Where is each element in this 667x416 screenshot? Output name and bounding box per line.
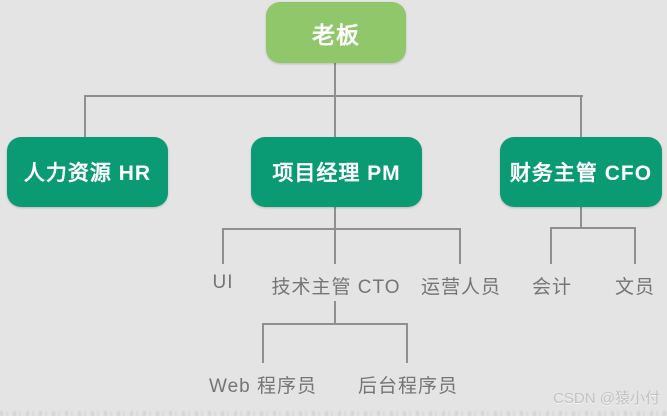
connector-pm-hbar [222,228,461,230]
connector-cfo-hbar [550,227,636,229]
org-node-hr: 人力资源 HR [7,137,168,207]
org-node-web-programmer: Web 程序员 [208,376,318,397]
org-node-cfo-label: 财务主管 CFO [509,162,653,185]
org-node-cto: 技术主管 CTO [271,277,401,298]
connector-drop-cfo [580,95,582,137]
org-node-pm: 项目经理 PM [251,137,422,207]
connector-drop-hr [84,95,86,137]
connector-drop-web [262,323,264,363]
cropped-watermark-strip [0,411,667,416]
org-node-accountant: 会计 [531,277,573,298]
connector-root-stem [334,63,336,96]
connector-drop-clerk [634,227,636,264]
connector-cto-hbar [262,323,408,325]
connector-cto-stem [334,301,336,324]
connector-cfo-stem [580,207,582,228]
org-node-clerk: 文员 [614,277,656,298]
org-node-ui: UI [212,272,234,293]
connector-drop-ops [459,228,461,264]
org-node-pm-label: 项目经理 PM [272,162,401,185]
org-node-cfo: 财务主管 CFO [500,137,662,207]
connector-drop-pm [334,95,336,137]
org-node-backend-programmer: 后台程序员 [357,376,459,397]
org-node-boss-label: 老板 [312,21,360,48]
org-node-boss: 老板 [266,2,406,63]
connector-level1-hbar [84,95,583,97]
connector-pm-stem [334,207,336,229]
connector-drop-accountant [550,227,552,264]
org-node-ops: 运营人员 [420,277,502,298]
org-node-hr-label: 人力资源 HR [23,162,152,185]
connector-drop-cto [334,228,336,264]
connector-drop-ui [222,228,224,264]
connector-drop-backend [406,323,408,363]
csdn-watermark: CSDN @猿小付 [553,390,660,407]
